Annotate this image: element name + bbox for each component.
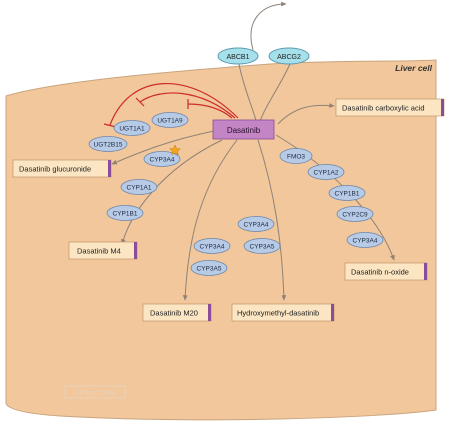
enzyme-nox-cyp2c9[interactable]: CYP2C9 bbox=[336, 206, 374, 222]
enzyme-label: CYP3A5 bbox=[197, 266, 222, 273]
enzyme-ugt1a1[interactable]: UGT1A1 bbox=[113, 120, 151, 136]
enzyme-label: CYP1B1 bbox=[113, 211, 138, 218]
drug-label: Dasatinib bbox=[227, 126, 261, 135]
metabolite-carboxylic[interactable]: Dasatinib carboxylic acid bbox=[335, 98, 445, 117]
arrow-to-carboxylic bbox=[277, 103, 335, 125]
enzyme-oval bbox=[237, 216, 275, 232]
enzyme-label: CYP3A4 bbox=[244, 222, 269, 229]
metabolite-m4[interactable]: Dasatinib M4 bbox=[68, 241, 138, 260]
efflux-arrow bbox=[250, 1, 287, 51]
metabolite-accent bbox=[108, 160, 111, 177]
enzyme-label: UGT2B15 bbox=[94, 142, 123, 149]
metabolite-accent bbox=[441, 99, 444, 116]
enzyme-nox-cyp1b1[interactable]: CYP1B1 bbox=[328, 185, 366, 201]
enzyme-label: CYP2C9 bbox=[342, 212, 368, 219]
enzyme-m20-cyp3a4[interactable]: CYP3A4 bbox=[193, 238, 231, 254]
metabolite-noxide[interactable]: Dasatinib n-oxide bbox=[344, 262, 428, 281]
enzyme-oval bbox=[346, 232, 384, 248]
enzyme-oval bbox=[279, 148, 313, 164]
enzyme-label: CYP1B1 bbox=[335, 191, 360, 198]
enzyme-oval bbox=[88, 136, 128, 152]
enzyme-cyp3a4-induced[interactable]: CYP3A4 bbox=[143, 144, 182, 167]
transporter-abcb1[interactable] bbox=[217, 47, 259, 65]
enzyme-label: CYP1A2 bbox=[314, 170, 339, 177]
enzyme-oval bbox=[143, 151, 181, 167]
arrow-to-m20 bbox=[182, 139, 238, 301]
drug-box[interactable] bbox=[212, 119, 275, 140]
arrow-to-hydroxymethyl bbox=[257, 139, 287, 301]
enzyme-oval bbox=[106, 205, 144, 221]
enzyme-oval bbox=[151, 112, 189, 128]
metabolite-label: Dasatinib M4 bbox=[77, 247, 121, 256]
enzyme-oval bbox=[190, 260, 228, 276]
inhibition-arc-ugt1a1 bbox=[139, 92, 236, 119]
arrow-to-glucuronide bbox=[111, 130, 215, 165]
enzyme-nox-cyp3a4[interactable]: CYP3A4 bbox=[346, 232, 384, 248]
metabolite-label: Dasatinib M20 bbox=[150, 309, 198, 318]
metabolite-accent bbox=[424, 263, 427, 280]
metabolite-accent bbox=[208, 304, 211, 321]
star-icon bbox=[168, 144, 182, 156]
inhibition-arc-ugt2b15 bbox=[109, 83, 239, 126]
metabolite-label: Hydroxymethyl-dasatinib bbox=[237, 309, 319, 318]
enzyme-label: UGT1A1 bbox=[119, 126, 145, 133]
metabolite-hydroxymethyl[interactable]: Hydroxymethyl-dasatinib bbox=[231, 303, 335, 322]
enzyme-m20-cyp3a5[interactable]: CYP3A5 bbox=[190, 260, 228, 276]
transporter-abcg2[interactable] bbox=[268, 47, 310, 65]
watermark-box bbox=[64, 385, 126, 399]
enzyme-oval bbox=[113, 120, 151, 136]
watermark-text: ©PharmGKB bbox=[75, 389, 116, 397]
enzyme-oval bbox=[328, 185, 366, 201]
metabolite-label: Dasatinib carboxylic acid bbox=[342, 104, 425, 113]
transporter-abcg2-label: ABCG2 bbox=[277, 54, 301, 61]
inhibition-arc-ugt1a9 bbox=[187, 103, 233, 119]
watermark: ©PharmGKB bbox=[64, 385, 126, 399]
enzyme-oval bbox=[307, 164, 345, 180]
cell-label: Liver cell bbox=[395, 63, 432, 73]
enzyme-oval bbox=[120, 179, 158, 195]
enzyme-ugt1a9[interactable]: UGT1A9 bbox=[151, 112, 189, 128]
enzyme-label: CYP3A5 bbox=[250, 244, 275, 251]
enzyme-label: FMO3 bbox=[287, 154, 305, 161]
transporter-abcb1-label: ABCB1 bbox=[227, 54, 250, 61]
metabolite-glucuronide[interactable]: Dasatinib glucuronide bbox=[12, 159, 112, 178]
enzyme-m4-cyp1a1[interactable]: CYP1A1 bbox=[120, 179, 158, 195]
enzyme-nox-fmo3[interactable]: FMO3 bbox=[279, 148, 313, 164]
enzyme-nox-cyp1a2[interactable]: CYP1A2 bbox=[307, 164, 345, 180]
enzyme-label: CYP1A1 bbox=[127, 185, 152, 192]
metabolite-accent bbox=[134, 242, 137, 259]
enzyme-label: UGT1A9 bbox=[157, 118, 183, 125]
enzyme-ugt2b15[interactable]: UGT2B15 bbox=[88, 136, 128, 152]
metabolite-label: Dasatinib n-oxide bbox=[351, 268, 409, 277]
enzyme-label: CYP3A4 bbox=[353, 238, 378, 245]
enzyme-oval bbox=[336, 206, 374, 222]
enzyme-hm-cyp3a5[interactable]: CYP3A5 bbox=[243, 238, 281, 254]
enzyme-m4-cyp1b1[interactable]: CYP1B1 bbox=[106, 205, 144, 221]
metabolite-label: Dasatinib glucuronide bbox=[19, 165, 91, 174]
enzyme-oval bbox=[243, 238, 281, 254]
inhibition-bar-ugt1a1 bbox=[135, 97, 145, 107]
enzyme-label: CYP3A4 bbox=[200, 244, 225, 251]
metabolite-accent bbox=[331, 304, 334, 321]
metabolite-m20[interactable]: Dasatinib M20 bbox=[142, 303, 212, 322]
enzyme-hm-cyp3a4[interactable]: CYP3A4 bbox=[237, 216, 275, 232]
enzyme-label: CYP3A4 bbox=[150, 157, 175, 164]
enzyme-oval bbox=[193, 238, 231, 254]
